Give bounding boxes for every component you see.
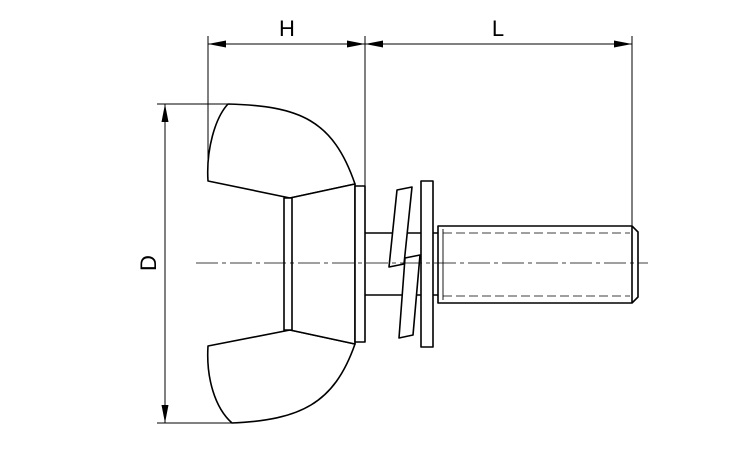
dimension-l: L [365,16,633,226]
threaded-section [437,225,639,304]
bearing-collar [354,185,366,343]
upper-wing [206,103,356,199]
spring-washer-lower [398,254,421,339]
l-arrow-left [365,40,383,48]
wing-head [206,103,366,424]
d-arrow-top [161,104,169,122]
dimension-d: D [136,103,232,424]
hub-cone [289,183,356,345]
lower-wing [206,329,356,424]
d-label: D [136,255,161,271]
thread-outline [437,225,639,304]
spring-washer [388,186,421,339]
d-arrow-bottom [161,405,169,423]
h-arrow-right [347,40,365,48]
h-arrow-left [208,40,226,48]
hub-front-face [283,197,293,331]
l-label: L [492,16,504,41]
spring-washer-upper [388,186,413,268]
flat-washer [420,180,434,348]
dimension-h: H [207,16,366,186]
h-label: H [279,16,295,41]
l-arrow-right [614,40,632,48]
